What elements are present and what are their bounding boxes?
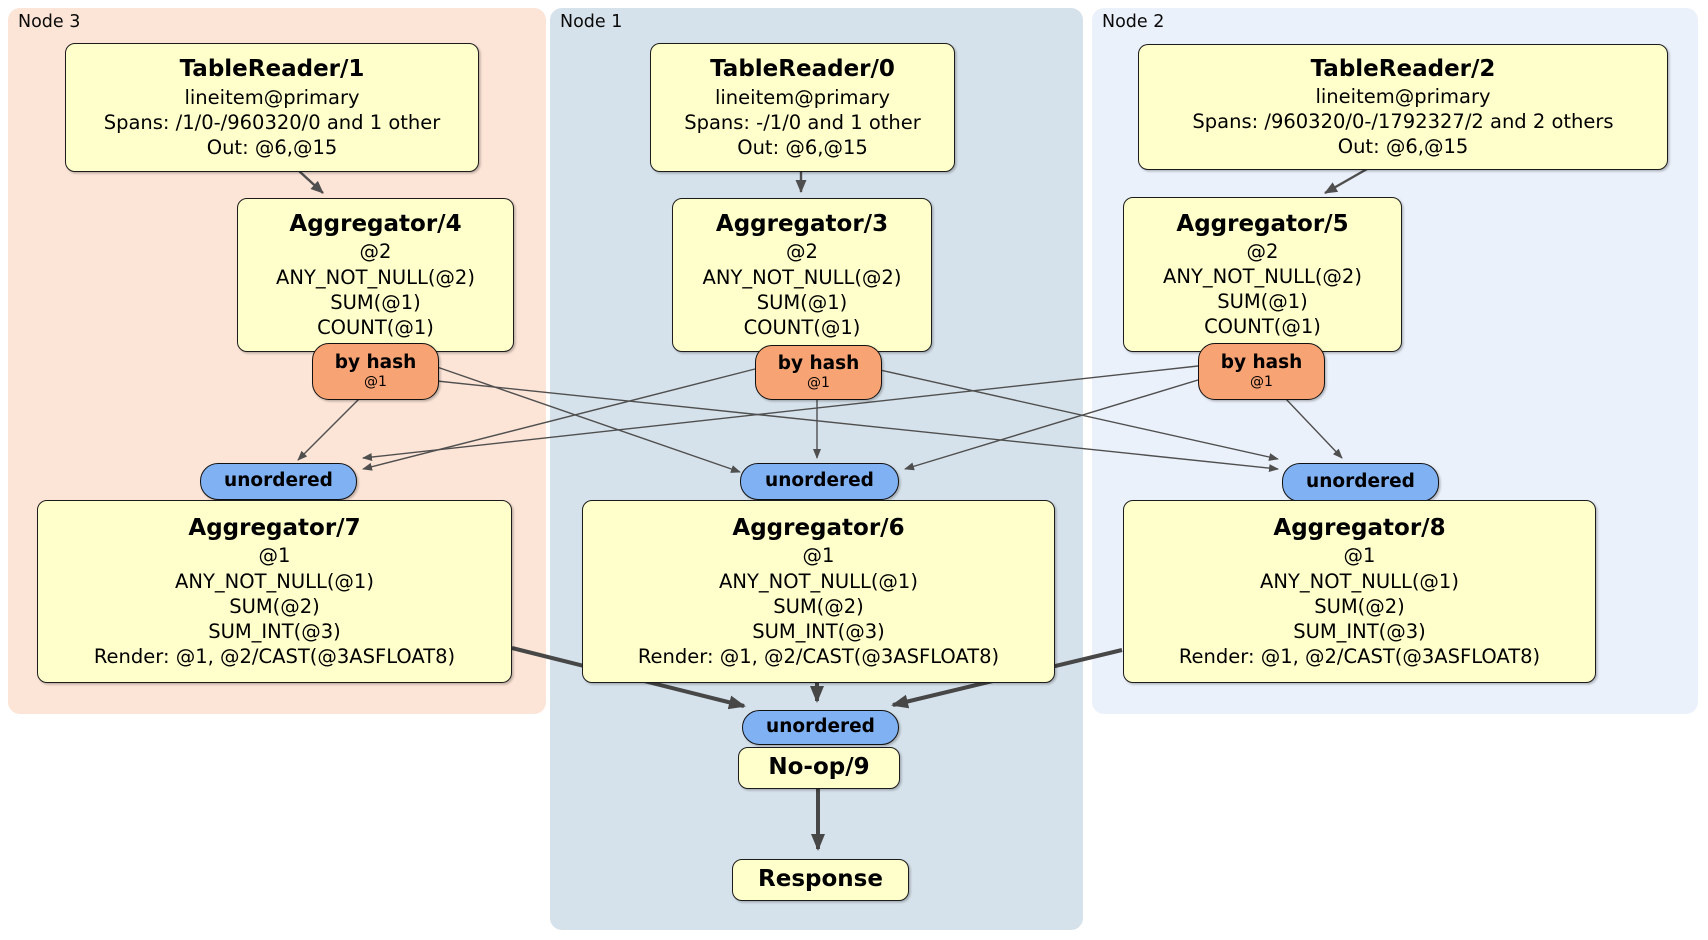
aggregator-8-box: Aggregator/8 @1 ANY_NOT_NULL(@1) SUM(@2)… bbox=[1123, 500, 1596, 683]
byhash-router-node3: by hash @1 bbox=[312, 343, 439, 400]
tablereader-1-box: TableReader/1 lineitem@primary Spans: /1… bbox=[65, 43, 479, 172]
aggregator-7-box: Aggregator/7 @1 ANY_NOT_NULL(@1) SUM(@2)… bbox=[37, 500, 512, 683]
unordered-sync-node2: unordered bbox=[1282, 463, 1439, 502]
node1-label: Node 1 bbox=[560, 12, 623, 32]
response-box: Response bbox=[732, 859, 909, 901]
aggregator-5-box: Aggregator/5 @2 ANY_NOT_NULL(@2) SUM(@1)… bbox=[1123, 197, 1402, 352]
tablereader-0-box: TableReader/0 lineitem@primary Spans: -/… bbox=[650, 43, 955, 172]
unordered-sync-node1: unordered bbox=[740, 463, 899, 500]
unordered-sync-final: unordered bbox=[742, 710, 899, 745]
noop-9-box: No-op/9 bbox=[738, 747, 900, 789]
byhash-router-node1: by hash @1 bbox=[755, 345, 882, 400]
tablereader-2-box: TableReader/2 lineitem@primary Spans: /9… bbox=[1138, 44, 1668, 170]
unordered-sync-node3: unordered bbox=[200, 463, 357, 500]
node3-label: Node 3 bbox=[18, 12, 81, 32]
byhash-router-node2: by hash @1 bbox=[1198, 343, 1325, 400]
aggregator-3-box: Aggregator/3 @2 ANY_NOT_NULL(@2) SUM(@1)… bbox=[672, 198, 932, 352]
aggregator-6-box: Aggregator/6 @1 ANY_NOT_NULL(@1) SUM(@2)… bbox=[582, 500, 1055, 683]
node2-label: Node 2 bbox=[1102, 12, 1165, 32]
aggregator-4-box: Aggregator/4 @2 ANY_NOT_NULL(@2) SUM(@1)… bbox=[237, 198, 514, 352]
